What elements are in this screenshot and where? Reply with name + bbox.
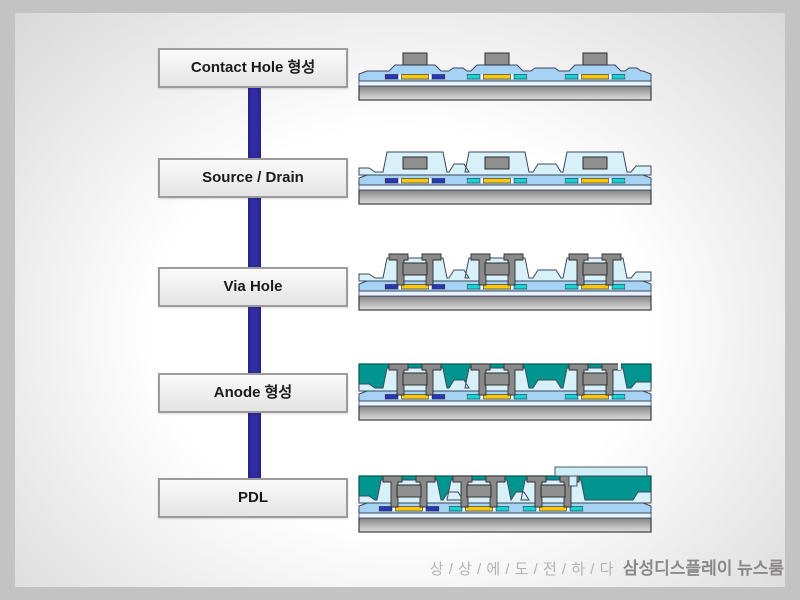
step-box-source-drain: Source / Drain [158,158,348,198]
footer: 상 / 상 / 에 / 도 / 전 / 하 / 다 삼성디스플레이 뉴스룸 [430,554,784,579]
step-box-contact-hole: Contact Hole 형성 [158,48,348,88]
cross-section-anode [357,360,653,422]
cross-section-source-drain [357,144,653,206]
cross-section-via-hole [357,250,653,312]
step-box-via-hole: Via Hole [158,267,348,307]
footer-brand-newsroom: 삼성디스플레이 뉴스룸 [622,559,784,578]
step-box-pdl: PDL [158,478,348,518]
footer-slogan: 상 / 상 / 에 / 도 / 전 / 하 / 다 [429,561,614,578]
cross-section-contact-hole [357,52,653,102]
step-box-anode: Anode 형성 [158,373,348,413]
cross-section-pdl [357,462,653,534]
